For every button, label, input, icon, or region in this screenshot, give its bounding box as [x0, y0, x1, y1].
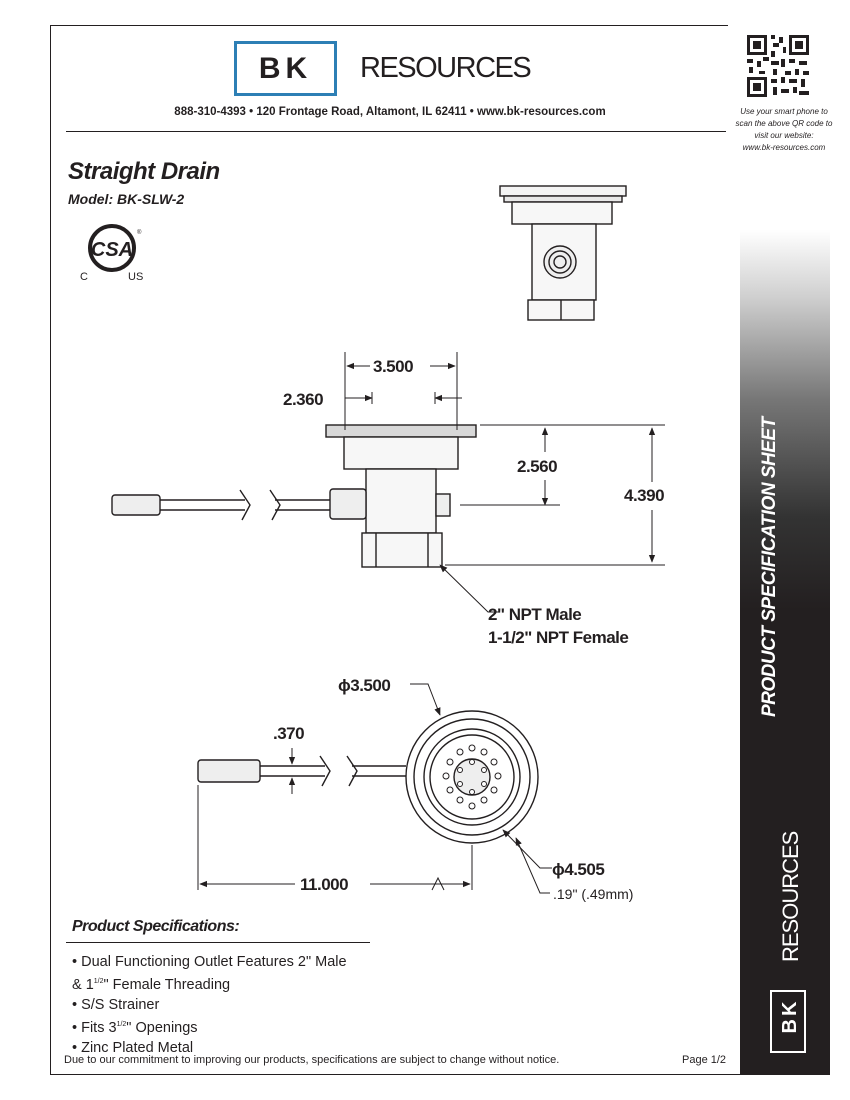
sidebar-band [740, 230, 830, 1074]
sidebar-logo-letters: BK [779, 998, 801, 1034]
spec-item: • S/S Strainer [72, 995, 392, 1015]
dim-diameter-outer: ϕ4.505 [552, 860, 604, 879]
csa-mark: CSA [91, 239, 133, 261]
product-model: Model: BK-SLW-2 [68, 191, 185, 207]
spec-text: " Female Threading [103, 977, 231, 993]
page-frame-top [50, 25, 728, 26]
side-view-drawing [111, 424, 477, 568]
spec-heading: Product Specifications: [72, 918, 240, 935]
spec-text: • Dual Functioning Outlet Features 2" Ma… [72, 954, 347, 970]
qr-note-line: Use your smart phone to [740, 107, 828, 116]
csa-certification-icon: CSA ® C US [80, 224, 143, 283]
dim-length: 11.000 [300, 875, 348, 894]
page-number: Page 1/2 [682, 1054, 727, 1066]
spec-item: • Zinc Plated Metal [72, 1038, 392, 1058]
dim-width-top: 3.500 [373, 357, 413, 376]
dim-gap: .19" (.49mm) [553, 886, 633, 902]
spec-rule [66, 942, 370, 943]
dim-rod: .370 [273, 724, 304, 743]
product-title: Straight Drain [68, 158, 220, 185]
spec-list: • Dual Functioning Outlet Features 2" Ma… [72, 952, 392, 1058]
bk-logo-letters: BK [258, 51, 313, 85]
page-frame-left [50, 25, 51, 1075]
bk-logo-word: RESOURCES [360, 52, 532, 84]
spec-text: " Openings [126, 1020, 198, 1036]
spec-text: • S/S Strainer [72, 997, 160, 1013]
sidebar-title: PRODUCT SPECIFICATION SHEET [759, 417, 780, 717]
spec-text: • Fits 3 [72, 1020, 117, 1036]
csa-reg: ® [137, 229, 142, 236]
qr-code-icon[interactable] [745, 33, 811, 99]
spec-fraction: 1/2 [116, 1021, 127, 1028]
qr-note: Use your smart phone to scan the above Q… [728, 106, 840, 154]
spec-item: • Dual Functioning Outlet Features 2" Ma… [72, 952, 392, 972]
dim-diameter-top: ϕ3.500 [338, 676, 390, 695]
spec-text: & 1 [72, 977, 94, 993]
header-rule [66, 131, 726, 132]
csa-left: C [80, 271, 88, 283]
qr-note-line: scan the above QR code to [735, 119, 833, 128]
outlet-line-1: 2" NPT Male [488, 605, 581, 624]
page-frame-bottom [50, 1074, 830, 1075]
qr-note-line: visit our website: [754, 131, 814, 140]
spec-text: • Zinc Plated Metal [72, 1040, 194, 1056]
contact-line: 888-310-4393 • 120 Frontage Road, Altamo… [174, 106, 606, 118]
technical-drawing: 3.500 2.360 2.560 4.390 2" NPT Male 1-1/… [111, 185, 665, 902]
footer-disclaimer: Due to our commitment to improving our p… [64, 1054, 560, 1066]
side-view-dimensions [344, 352, 665, 613]
top-view-drawing [499, 185, 627, 321]
sidebar-logo-box [770, 990, 806, 1053]
csa-right: US [128, 271, 143, 283]
qr-note-url[interactable]: www.bk-resources.com [742, 143, 826, 152]
strainer-holes [442, 744, 502, 810]
dim-inner: 2.360 [283, 390, 323, 409]
sidebar-resources: RESOURCES [778, 831, 803, 962]
outlet-line-2: 1-1/2" NPT Female [488, 628, 628, 647]
spec-item: & 11/2" Female Threading [72, 972, 392, 995]
dim-height-upper: 2.560 [517, 457, 557, 476]
dim-height-total: 4.390 [624, 486, 664, 505]
spec-fraction: 1/2 [93, 978, 104, 985]
bottom-view-dimensions [197, 683, 552, 894]
spec-item: • Fits 31/2" Openings [72, 1015, 392, 1038]
bk-logo-box: BK [234, 41, 337, 96]
bottom-view-drawing [197, 710, 539, 844]
